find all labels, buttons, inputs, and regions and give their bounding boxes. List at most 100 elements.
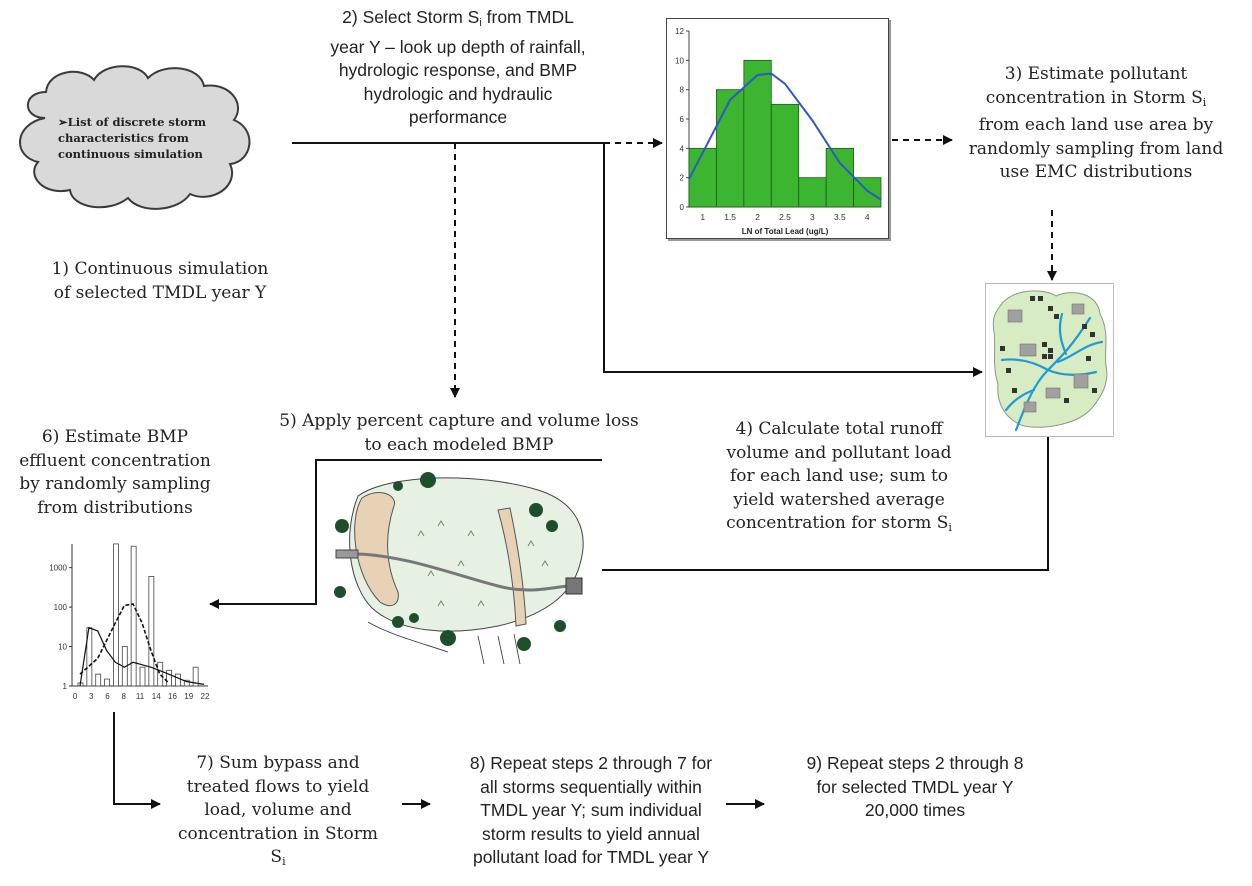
step-2-post: from TMDL [481, 7, 574, 27]
x-tick-label: 1 [700, 212, 705, 222]
step-8-line: 8) Repeat steps 2 through 7 for [469, 753, 713, 773]
trees [334, 472, 566, 651]
histogram-bar [688, 147, 717, 208]
step-8-line: TMDL year Y; sum individual [480, 800, 702, 820]
step-5-line: to each modeled BMP [364, 434, 554, 455]
x-tick-label: 8 [122, 692, 127, 701]
step-1-line: 1) Continuous simulation [51, 259, 269, 279]
step-6-line: by randomly sampling [19, 474, 211, 494]
log-bar [130, 545, 137, 687]
leader-lines [367, 621, 521, 665]
outlet-structure [565, 577, 583, 595]
step-9-line: 9) Repeat steps 2 through 8 [806, 753, 1024, 773]
step-2-line: hydrologic response, and BMP [338, 60, 578, 80]
y-tick-label: 1000 [49, 564, 67, 573]
x-tick-label: 14 [152, 692, 161, 701]
cloud-line-3: continuous simulation [58, 147, 203, 161]
x-tick-label: 22 [201, 692, 210, 701]
step-8-line: all storms sequentially within [480, 776, 702, 797]
bmp-schematic-svg [334, 472, 584, 665]
bmp-schematic [328, 466, 602, 666]
x-tick-label: 6 [105, 692, 110, 701]
cloud-line-2: characteristics from [58, 131, 189, 145]
basin-outline [349, 477, 584, 632]
log-bar [157, 661, 164, 687]
histogram-bar [770, 103, 800, 208]
x-tick-label: 3 [89, 692, 94, 701]
step-7-line: concentration in Storm [178, 823, 378, 844]
log-bar [104, 678, 110, 687]
dashed-curve [79, 603, 170, 684]
y-tick-label: 10 [675, 56, 684, 65]
step-2-pre: 2) Select Storm S [342, 7, 480, 27]
x-tick-label: 16 [168, 692, 177, 701]
histogram-bar [798, 177, 827, 208]
step-3-line: use EMC distributions [999, 162, 1193, 182]
step-7-sub: i [282, 855, 286, 868]
step-1-text: 1) Continuous simulation of selected TMD… [20, 258, 300, 305]
step-5-text: 5) Apply percent capture and volume loss… [256, 410, 662, 457]
step-1-line: of selected TMDL year Y [53, 282, 267, 303]
x-tick-label: 3 [810, 212, 815, 222]
forebay [354, 492, 399, 607]
histogram-bar [825, 147, 854, 208]
step-9-line: for selected TMDL year Y [816, 776, 1014, 797]
step-4-line: 4) Calculate total runoff [735, 419, 943, 439]
cloud-line-1: List of discrete storm [67, 115, 207, 129]
step-2-line: 2) Select Storm Si from TMDL [288, 6, 628, 36]
step-8-line: pollutant load for TMDL year Y [472, 847, 710, 867]
log-bar [166, 669, 172, 687]
step-3-line: randomly sampling from land [968, 138, 1224, 159]
x-axis-label: LN of Total Lead (ug/L) [742, 227, 829, 236]
log-bar [95, 673, 102, 687]
berm [497, 507, 527, 627]
fitted-curve [688, 72, 882, 201]
buildings [1007, 303, 1089, 413]
arrow-to-map [603, 143, 983, 377]
step-5-line: 5) Apply percent capture and volume loss [279, 411, 639, 431]
step-3-pre: concentration in Storm S [985, 87, 1203, 108]
arrow-to-step7 [113, 712, 161, 809]
land-use-map-svg [992, 290, 1108, 432]
x-tick-label: 1.5 [724, 212, 736, 222]
step-4-line: for each land use; sum to [729, 466, 949, 486]
x-tick-label: 2.5 [779, 212, 791, 222]
y-tick-label: 8 [680, 86, 685, 95]
step-3-text: 3) Estimate pollutant concentration in S… [940, 63, 1252, 185]
step-7-line: treated flows to yield [186, 776, 370, 797]
step-3-sub: i [1202, 95, 1207, 109]
y-tick-label: 10 [58, 643, 67, 652]
y-tick-label: 2 [680, 174, 685, 183]
y-tick-label: 12 [675, 27, 684, 36]
step-6-text: 6) Estimate BMP effluent concentration b… [0, 426, 230, 520]
log-bar [183, 679, 190, 687]
step-6-line: 6) Estimate BMP [41, 427, 189, 447]
step-4-line: concentration for storm Si [688, 512, 990, 540]
step-3-line: from each land use area by [978, 115, 1214, 135]
y-tick-label: 4 [680, 144, 685, 153]
step-6-line: effluent concentration [19, 450, 211, 471]
step-3-line: 3) Estimate pollutant [1004, 64, 1188, 84]
step-4-sub: i [948, 521, 952, 534]
wetland-marks [417, 520, 549, 607]
y-tick-label: 1 [63, 682, 68, 691]
step-7-line: Si [160, 846, 396, 874]
step-4-pre: concentration for storm S [726, 513, 949, 533]
cloud-label: ➢List of discrete storm characteristics … [58, 114, 234, 162]
x-tick-label: 3.5 [834, 212, 846, 222]
x-tick-label: 4 [865, 212, 870, 222]
cloud-bullet: ➢ [58, 115, 68, 129]
step-4-text: 4) Calculate total runoff volume and pol… [688, 418, 990, 540]
log-bar [113, 543, 119, 687]
step-3-line: concentration in Storm Si [940, 87, 1252, 115]
histogram-bar [716, 89, 745, 208]
step-9-line: 20,000 times [864, 800, 966, 820]
step-8-text: 8) Repeat steps 2 through 7 for all stor… [418, 752, 764, 870]
log-bar [139, 666, 146, 687]
step-7-line: 7) Sum bypass and [196, 753, 360, 773]
land-use-map [985, 283, 1114, 437]
arrow-to-log-chart [209, 459, 602, 609]
line-map-to-bmp [602, 436, 1049, 571]
step-2-line: performance [408, 107, 508, 127]
